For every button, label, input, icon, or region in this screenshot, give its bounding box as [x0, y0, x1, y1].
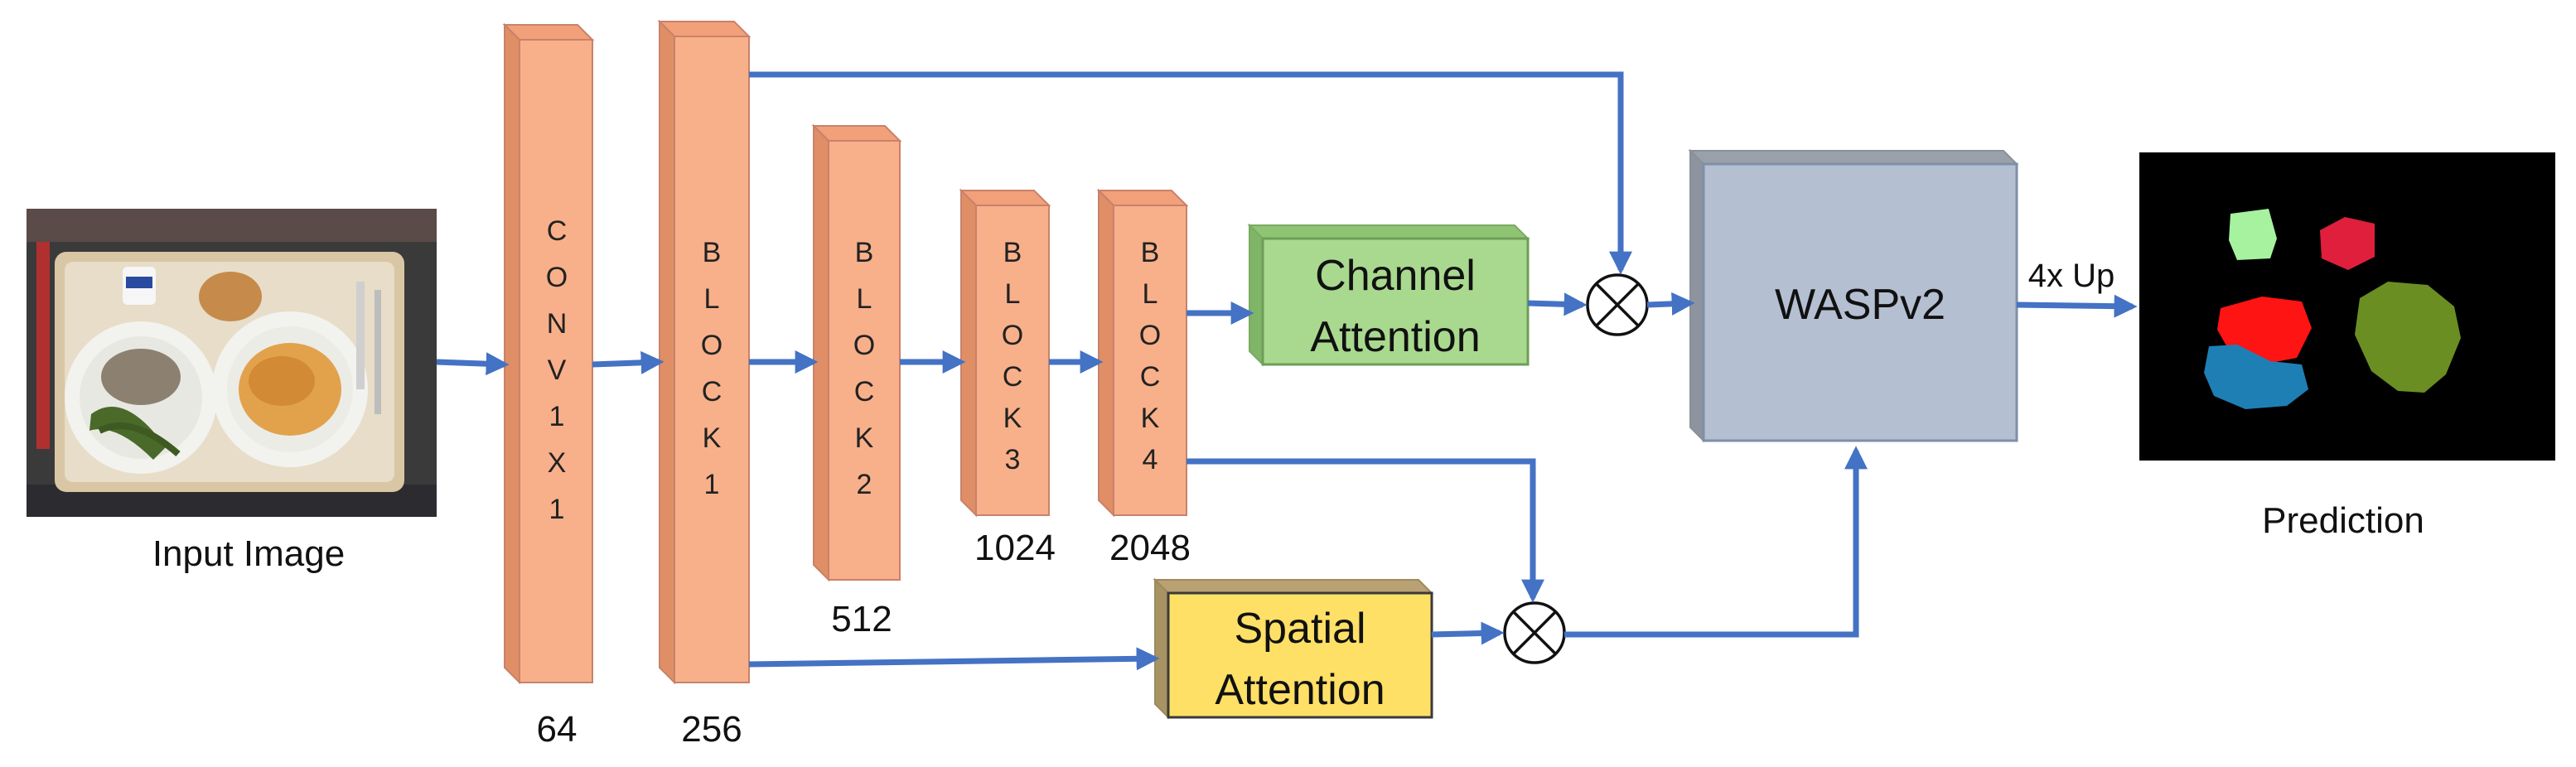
- prediction-label: Prediction: [2262, 500, 2424, 541]
- block-block3-char: O: [1002, 320, 1023, 351]
- block-block1-char: L: [704, 283, 720, 315]
- block-block4-char: 4: [1143, 444, 1158, 475]
- block-block2-char: 2: [857, 469, 872, 500]
- channel-attention-box: [1247, 223, 1530, 367]
- arrow-mult-to-wasp-bottom: [1564, 446, 1868, 638]
- block-block3-char: C: [1003, 361, 1023, 393]
- arrows: [436, 71, 2138, 671]
- block-conv1x1-char: 1: [549, 494, 565, 525]
- spatial-attention-line2: Attention: [1215, 666, 1385, 714]
- channels-block2: 512: [831, 599, 892, 639]
- multiply-node-top: [1586, 273, 1649, 336]
- arrow-spatial-to-mult: [1431, 621, 1505, 645]
- block-block2-char: L: [857, 283, 872, 315]
- block-block2-char: B: [855, 237, 874, 268]
- block-block2-char: K: [855, 422, 874, 454]
- spatial-attention-box: [1153, 577, 1434, 720]
- arrow-wasp-to-prediction: [2016, 294, 2138, 318]
- channels-block3: 1024: [974, 528, 1056, 568]
- block-block2-char: O: [853, 330, 875, 361]
- prediction-image: [2139, 152, 2555, 461]
- block-conv1x1-char: C: [547, 215, 568, 247]
- block-block1-char: 1: [704, 469, 720, 500]
- block-conv1x1: [502, 22, 595, 685]
- block-block3-char: B: [1003, 237, 1022, 268]
- input-image: [27, 209, 437, 517]
- block-conv1x1-char: V: [548, 355, 567, 386]
- waspv2-box: [1688, 148, 2019, 443]
- block-block1-char: K: [703, 422, 722, 454]
- block-block2-char: C: [854, 376, 875, 408]
- channels-block4: 2048: [1109, 528, 1191, 568]
- arrow-channel-to-mult: [1527, 292, 1588, 316]
- block-block3-char: K: [1003, 403, 1022, 434]
- block-block4: [1096, 188, 1189, 518]
- block-block4-char: O: [1139, 320, 1161, 351]
- block-conv1x1-char: O: [546, 262, 568, 293]
- block-block1-char: C: [702, 376, 723, 408]
- block-block3-char: 3: [1005, 444, 1021, 475]
- block-block4-char: C: [1140, 361, 1161, 393]
- block-block4-char: B: [1141, 237, 1160, 268]
- arrow-mult-to-wasp: [1646, 292, 1695, 316]
- block-conv1x1-char: X: [548, 447, 567, 479]
- block-block3-char: L: [1005, 278, 1021, 310]
- block-block1-char: O: [701, 330, 723, 361]
- multiply-node-bottom: [1503, 601, 1566, 664]
- arrow-input-to-conv: [436, 352, 510, 376]
- input-image-label: Input Image: [152, 533, 345, 574]
- block-block4-char: L: [1143, 278, 1158, 310]
- upsample-label: 4x Up: [2028, 258, 2115, 294]
- channels-conv1x1: 64: [537, 709, 578, 750]
- arrow-block1-to-spatial: [748, 647, 1160, 671]
- arrow-block4-to-mult: [1187, 458, 1544, 603]
- block-block1: [657, 19, 752, 685]
- arrow-conv-to-block1: [592, 350, 665, 374]
- block-conv1x1-char: 1: [549, 401, 565, 432]
- channel-attention-line1: Channel: [1315, 252, 1476, 300]
- block-conv1x1-char: N: [547, 308, 568, 340]
- channel-attention-line2: Attention: [1310, 313, 1480, 361]
- spatial-attention-line1: Spatial: [1235, 605, 1366, 653]
- channels-block1: 256: [681, 709, 742, 750]
- block-block4-char: K: [1141, 403, 1160, 434]
- arrow-block1-skip: [749, 71, 1632, 275]
- block-block1-char: B: [703, 237, 722, 268]
- block-block3: [959, 188, 1051, 518]
- waspv2-label: WASPv2: [1775, 281, 1945, 329]
